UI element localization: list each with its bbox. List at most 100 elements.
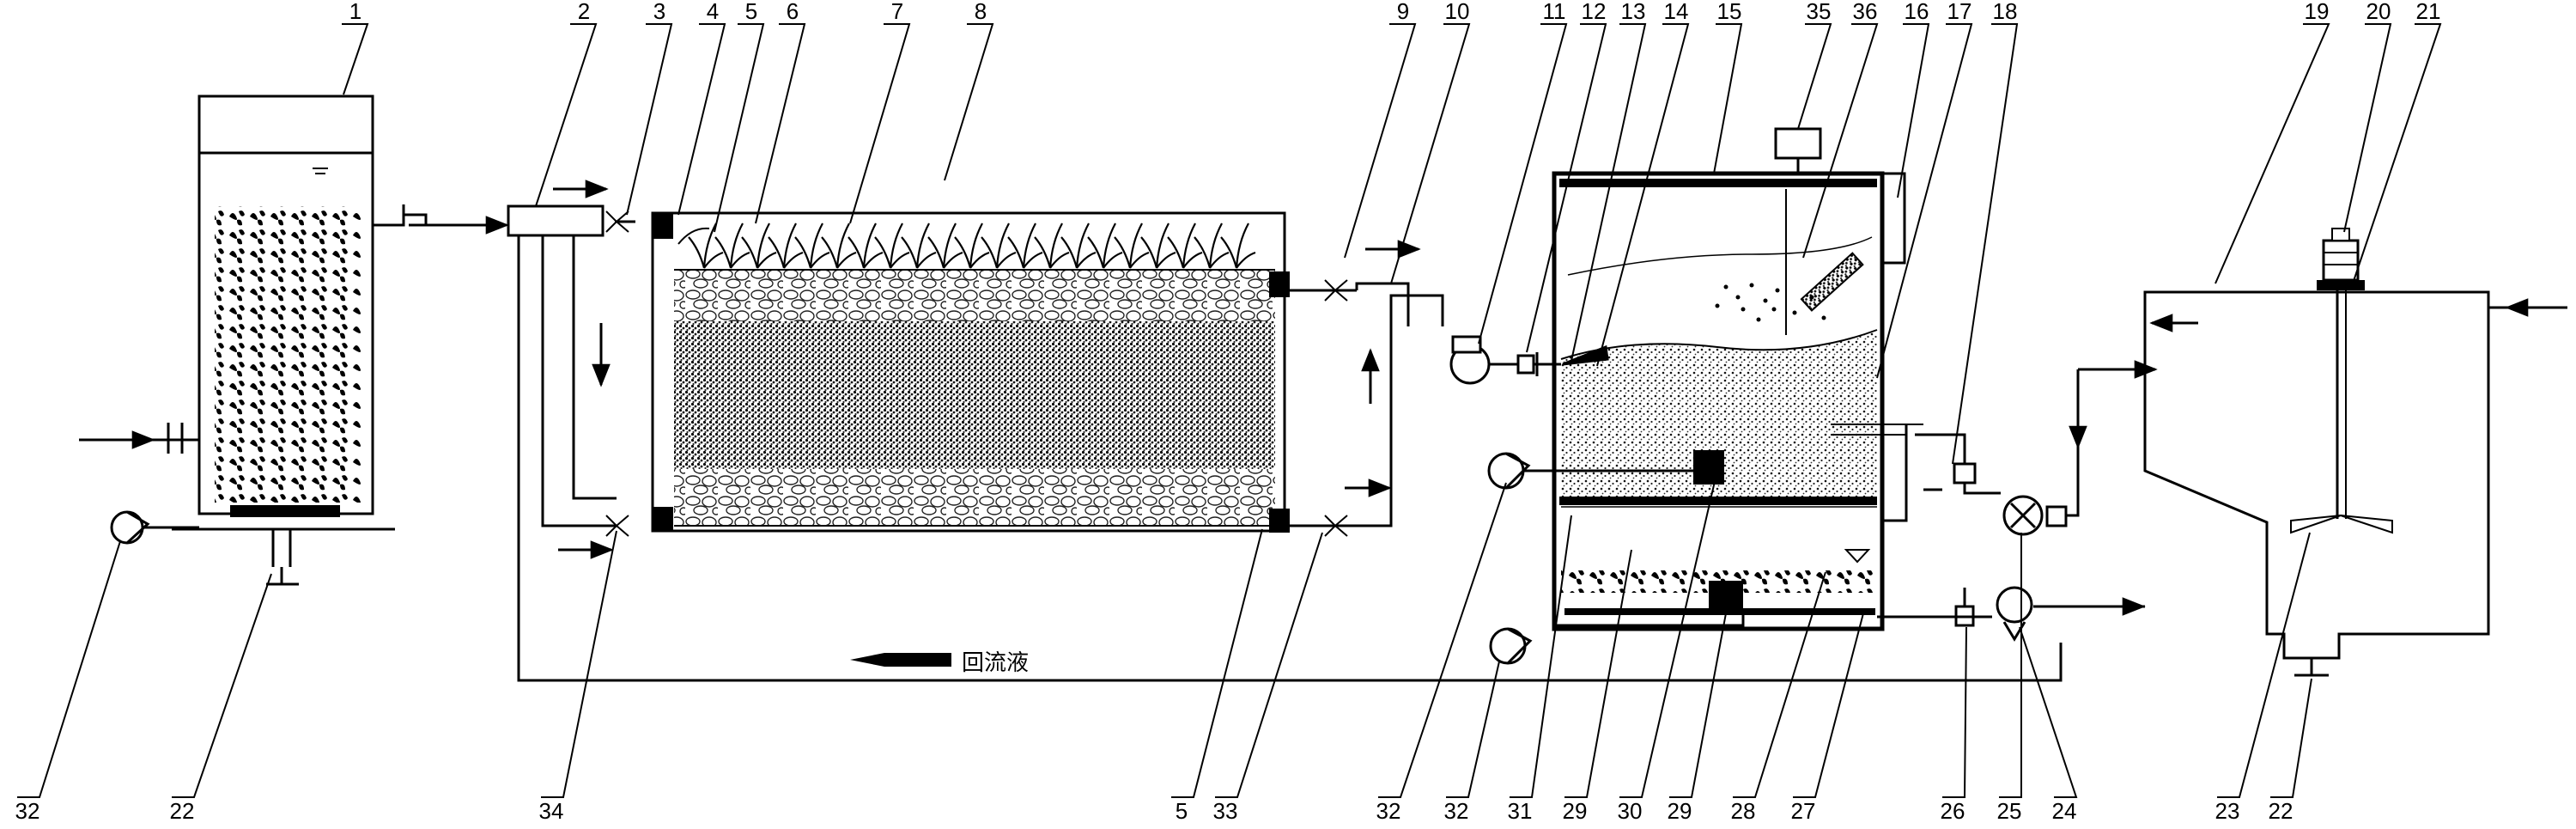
reed-plant [1220, 222, 1256, 269]
leader-line [849, 23, 911, 224]
leader-line [1478, 23, 1568, 344]
reed-plant [794, 222, 830, 269]
reed-plant [1034, 222, 1070, 269]
part-label: 9 [1397, 0, 1409, 24]
part-label: 11 [1543, 0, 1566, 24]
part-label: 14 [1664, 0, 1689, 24]
part-label: 10 [1445, 0, 1470, 24]
effluent-pipe-18 [1915, 433, 2001, 495]
part-label: 30 [1618, 798, 1643, 824]
leader-line [17, 540, 121, 798]
leader-line [1897, 23, 1930, 198]
leader-line [172, 573, 272, 798]
pump-32-left [110, 510, 199, 545]
reed-plant [1060, 222, 1097, 269]
part-label: 32 [1376, 798, 1401, 824]
leader-line [342, 23, 369, 95]
part-label: 5 [745, 0, 757, 24]
part-label: 31 [1508, 798, 1533, 824]
leader-line [1390, 23, 1471, 284]
leader-line [1571, 23, 1647, 362]
leader-line [1344, 23, 1417, 259]
part-label: 35 [1807, 0, 1832, 24]
leader-line [1215, 532, 1323, 798]
part-label: 21 [2416, 0, 2441, 24]
legend-return-flow: 回流液 [850, 650, 1029, 676]
reed-plant [1167, 222, 1203, 269]
part-label: 26 [1941, 798, 1965, 824]
part-label: 32 [15, 798, 40, 824]
leader-line [1802, 23, 1879, 259]
reed-plant [1007, 222, 1043, 269]
reed-plant [1114, 222, 1150, 269]
distribution-pipe-2 [507, 204, 635, 527]
reed-plant [1140, 222, 1176, 269]
part-label: 28 [1731, 798, 1756, 824]
leader-line [677, 23, 726, 216]
mixer-motor-20 [2290, 228, 2393, 534]
leader-line [1669, 613, 1727, 798]
reed-plant [714, 222, 750, 269]
pump-32-bottom [1489, 627, 1533, 665]
leader-line [2019, 626, 2078, 798]
part-label: 1 [349, 0, 361, 24]
leader-line [1171, 528, 1263, 798]
leader-line [1733, 571, 1826, 798]
part-label: 29 [1668, 798, 1692, 824]
leader-line [1942, 626, 1967, 798]
leader-line [535, 23, 598, 207]
pump-25 [2002, 369, 2080, 536]
wetland-plants [688, 222, 1256, 269]
leader-line [2352, 23, 2442, 284]
reed-plant [1087, 222, 1123, 269]
leader-line [755, 23, 806, 224]
part-label: 25 [1997, 798, 2022, 824]
leader-line [1596, 23, 1690, 367]
part-label: 22 [2269, 798, 2293, 824]
leader-line [2343, 23, 2392, 233]
part-label: 32 [1444, 798, 1469, 824]
leader-line [1797, 23, 1832, 130]
reed-plant [954, 222, 990, 269]
reactor-tank [1552, 127, 1923, 631]
leader-line [2270, 678, 2312, 798]
part-label: 17 [1947, 0, 1972, 24]
leader-line [1952, 23, 2019, 465]
part-label: 34 [539, 798, 564, 824]
part-label: 8 [975, 0, 987, 24]
leader-line [2215, 23, 2330, 284]
part-label: 24 [2052, 798, 2077, 824]
leader-line [1564, 549, 1632, 798]
unit-1-tank [79, 94, 498, 567]
leader-line [1446, 661, 1500, 798]
leader-line [541, 530, 617, 798]
leader-line [944, 23, 994, 181]
leader-line [1526, 23, 1607, 353]
floc-dots [1715, 283, 1826, 322]
part-label: 3 [653, 0, 665, 24]
legend-text: 回流液 [962, 650, 1029, 676]
part-label: 15 [1717, 0, 1742, 24]
part-label: 20 [2366, 0, 2391, 24]
reed-plant [927, 222, 963, 269]
leader-line [1713, 23, 1743, 174]
leader-line [1619, 477, 1716, 798]
reed-plant [1194, 222, 1230, 269]
part-label: 7 [891, 0, 903, 24]
part-label: 2 [578, 0, 590, 24]
leader-line [1876, 23, 1973, 379]
sprinkler-nozzles [605, 210, 1348, 537]
part-label: 4 [707, 0, 719, 24]
pump-32-reactor [1487, 452, 1693, 490]
reed-plant [688, 222, 724, 269]
reed-plant [741, 222, 777, 269]
leader-line [714, 23, 765, 233]
leader-line [1510, 515, 1572, 798]
drain-valve-22-left [266, 567, 299, 586]
leader-line [1793, 613, 1864, 798]
leader-line [1378, 482, 1507, 798]
part-label: 16 [1905, 0, 1929, 24]
